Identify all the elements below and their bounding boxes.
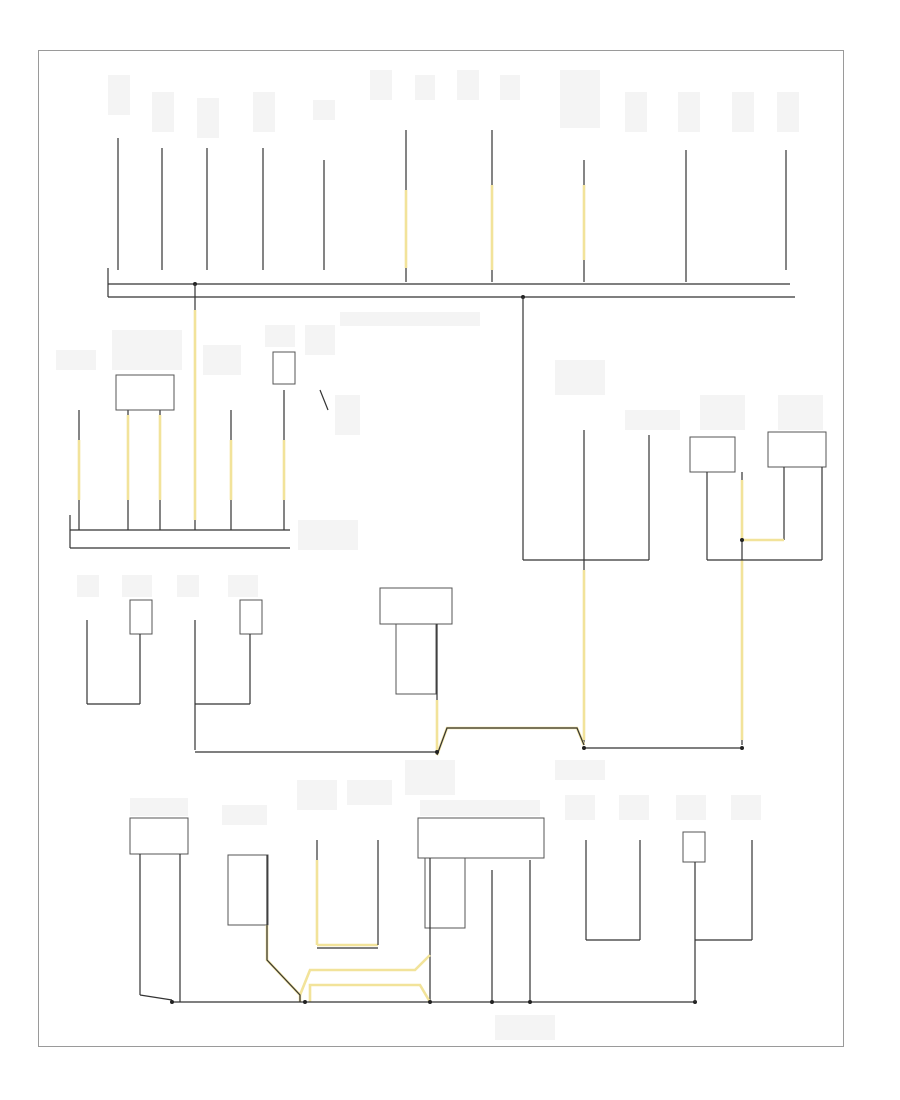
bottom-section xyxy=(129,780,761,1040)
top-row-leads xyxy=(117,130,787,282)
middle-left-section xyxy=(56,284,360,550)
top-bus xyxy=(107,268,795,299)
top-labels xyxy=(108,70,799,326)
diagram-frame xyxy=(38,50,844,1047)
middle-right-section xyxy=(522,297,827,745)
lower-middle-section xyxy=(77,575,744,795)
